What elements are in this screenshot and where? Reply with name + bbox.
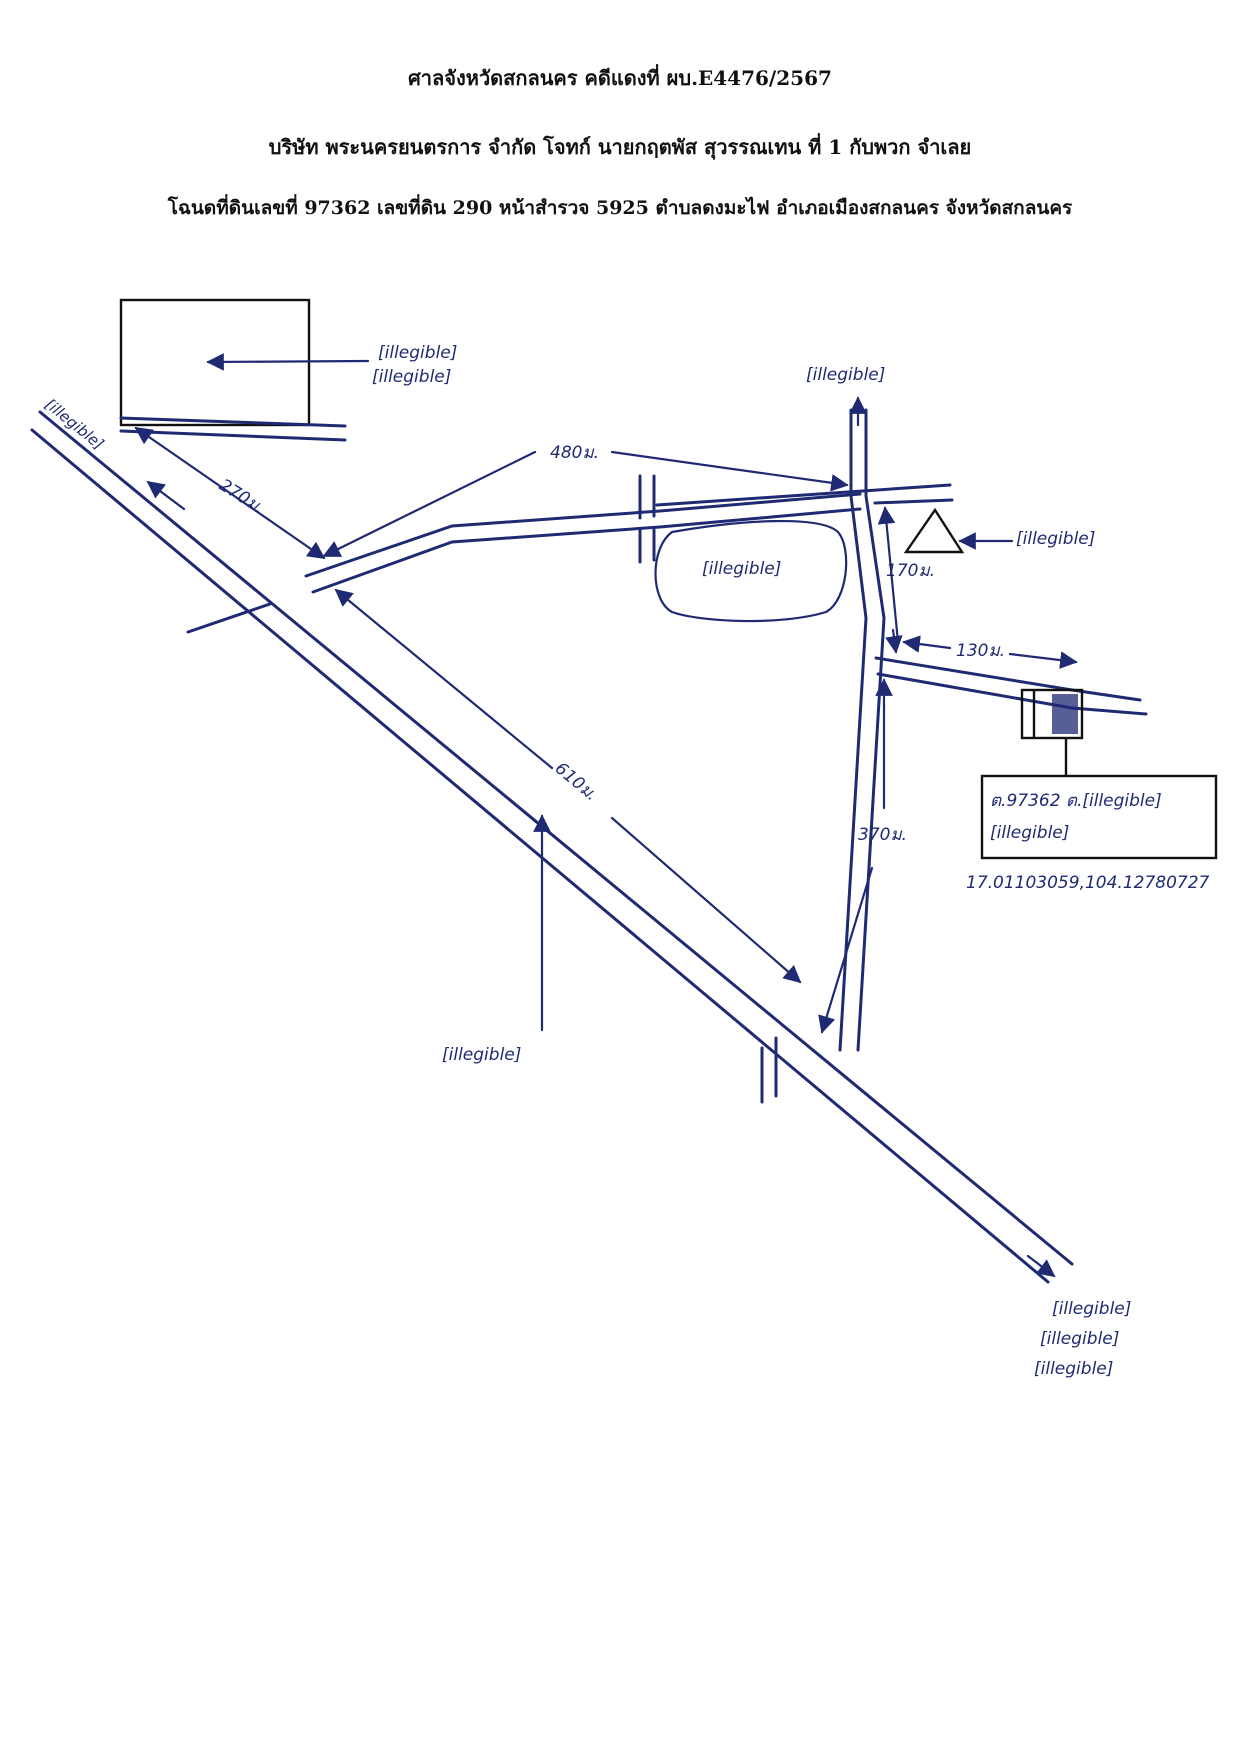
dist-480-arrow-left bbox=[322, 450, 537, 558]
pond-label: [illegible] bbox=[702, 559, 781, 579]
land-parcel bbox=[1020, 688, 1084, 776]
dist-610-arrow-lower bbox=[610, 816, 802, 984]
side-road-west bbox=[186, 602, 272, 634]
main-highway bbox=[30, 410, 1074, 1284]
dist-610-arrow-upper bbox=[334, 588, 554, 770]
destination-label-line3: [illegible] bbox=[1034, 1359, 1113, 1379]
dist-170-label: 170ม. bbox=[886, 561, 935, 581]
south-junction-road bbox=[760, 1036, 778, 1104]
highway-end-arrow bbox=[1026, 1254, 1056, 1278]
dist-480-label: 480ม. bbox=[550, 443, 599, 463]
dist-370-arrow-lower bbox=[818, 866, 874, 1034]
dist-170-arrow-end bbox=[885, 628, 903, 654]
dist-370-label: 370ม. bbox=[858, 825, 907, 845]
pond bbox=[654, 519, 848, 623]
north-temple-label: [illegible] bbox=[806, 365, 885, 385]
dist-270-arrow bbox=[134, 426, 326, 560]
parcel-box-line2: [illegible] bbox=[990, 823, 1069, 843]
land-deed-line: โฉนดที่ดินเลขที่ 97362 เลขที่ดิน 290 หน้… bbox=[167, 197, 1073, 219]
top-east-road bbox=[655, 483, 954, 507]
dist-170-arrow bbox=[877, 506, 900, 644]
dist-130-arrow-right bbox=[1008, 651, 1078, 669]
highway-label: [illegible] bbox=[442, 1045, 521, 1065]
parcel-info-box bbox=[980, 774, 1218, 860]
vertical-road bbox=[838, 408, 886, 1052]
coordinates-label: 17.01103059,104.12780727 bbox=[966, 873, 1210, 893]
court-case-title: ศาลจังหวัดสกลนคร คดีแดงที่ ผบ.E4476/2567 bbox=[408, 66, 832, 90]
destination-label-line2: [illegible] bbox=[1040, 1329, 1119, 1349]
dist-270-label: 270ม. bbox=[215, 475, 267, 518]
temple-label: [illegible] bbox=[1016, 529, 1095, 549]
parties-line: บริษัท พระนครยนตรการ จำกัด โจทก์ นายกฤตพ… bbox=[268, 135, 972, 159]
branch-road-north bbox=[304, 492, 862, 594]
school-pointer-arrow bbox=[206, 353, 370, 371]
school-label-line1: [illegible] bbox=[378, 343, 457, 363]
dist-610-label: 610ม. bbox=[551, 759, 601, 806]
school-building bbox=[119, 298, 347, 442]
dist-480-arrow-right bbox=[610, 450, 849, 492]
dist-130-label: 130ม. bbox=[956, 641, 1005, 661]
temple-symbol bbox=[903, 507, 965, 554]
parcel-box-line1: ต.97362 ต.[illegible] bbox=[990, 791, 1162, 811]
destination-label-line1: [illegible] bbox=[1052, 1299, 1131, 1319]
east-road-parcel bbox=[874, 656, 1148, 716]
dist-130-arrow-left bbox=[902, 635, 952, 653]
stub-road-pond bbox=[638, 474, 656, 564]
school-label-line2: [illegible] bbox=[372, 367, 451, 387]
